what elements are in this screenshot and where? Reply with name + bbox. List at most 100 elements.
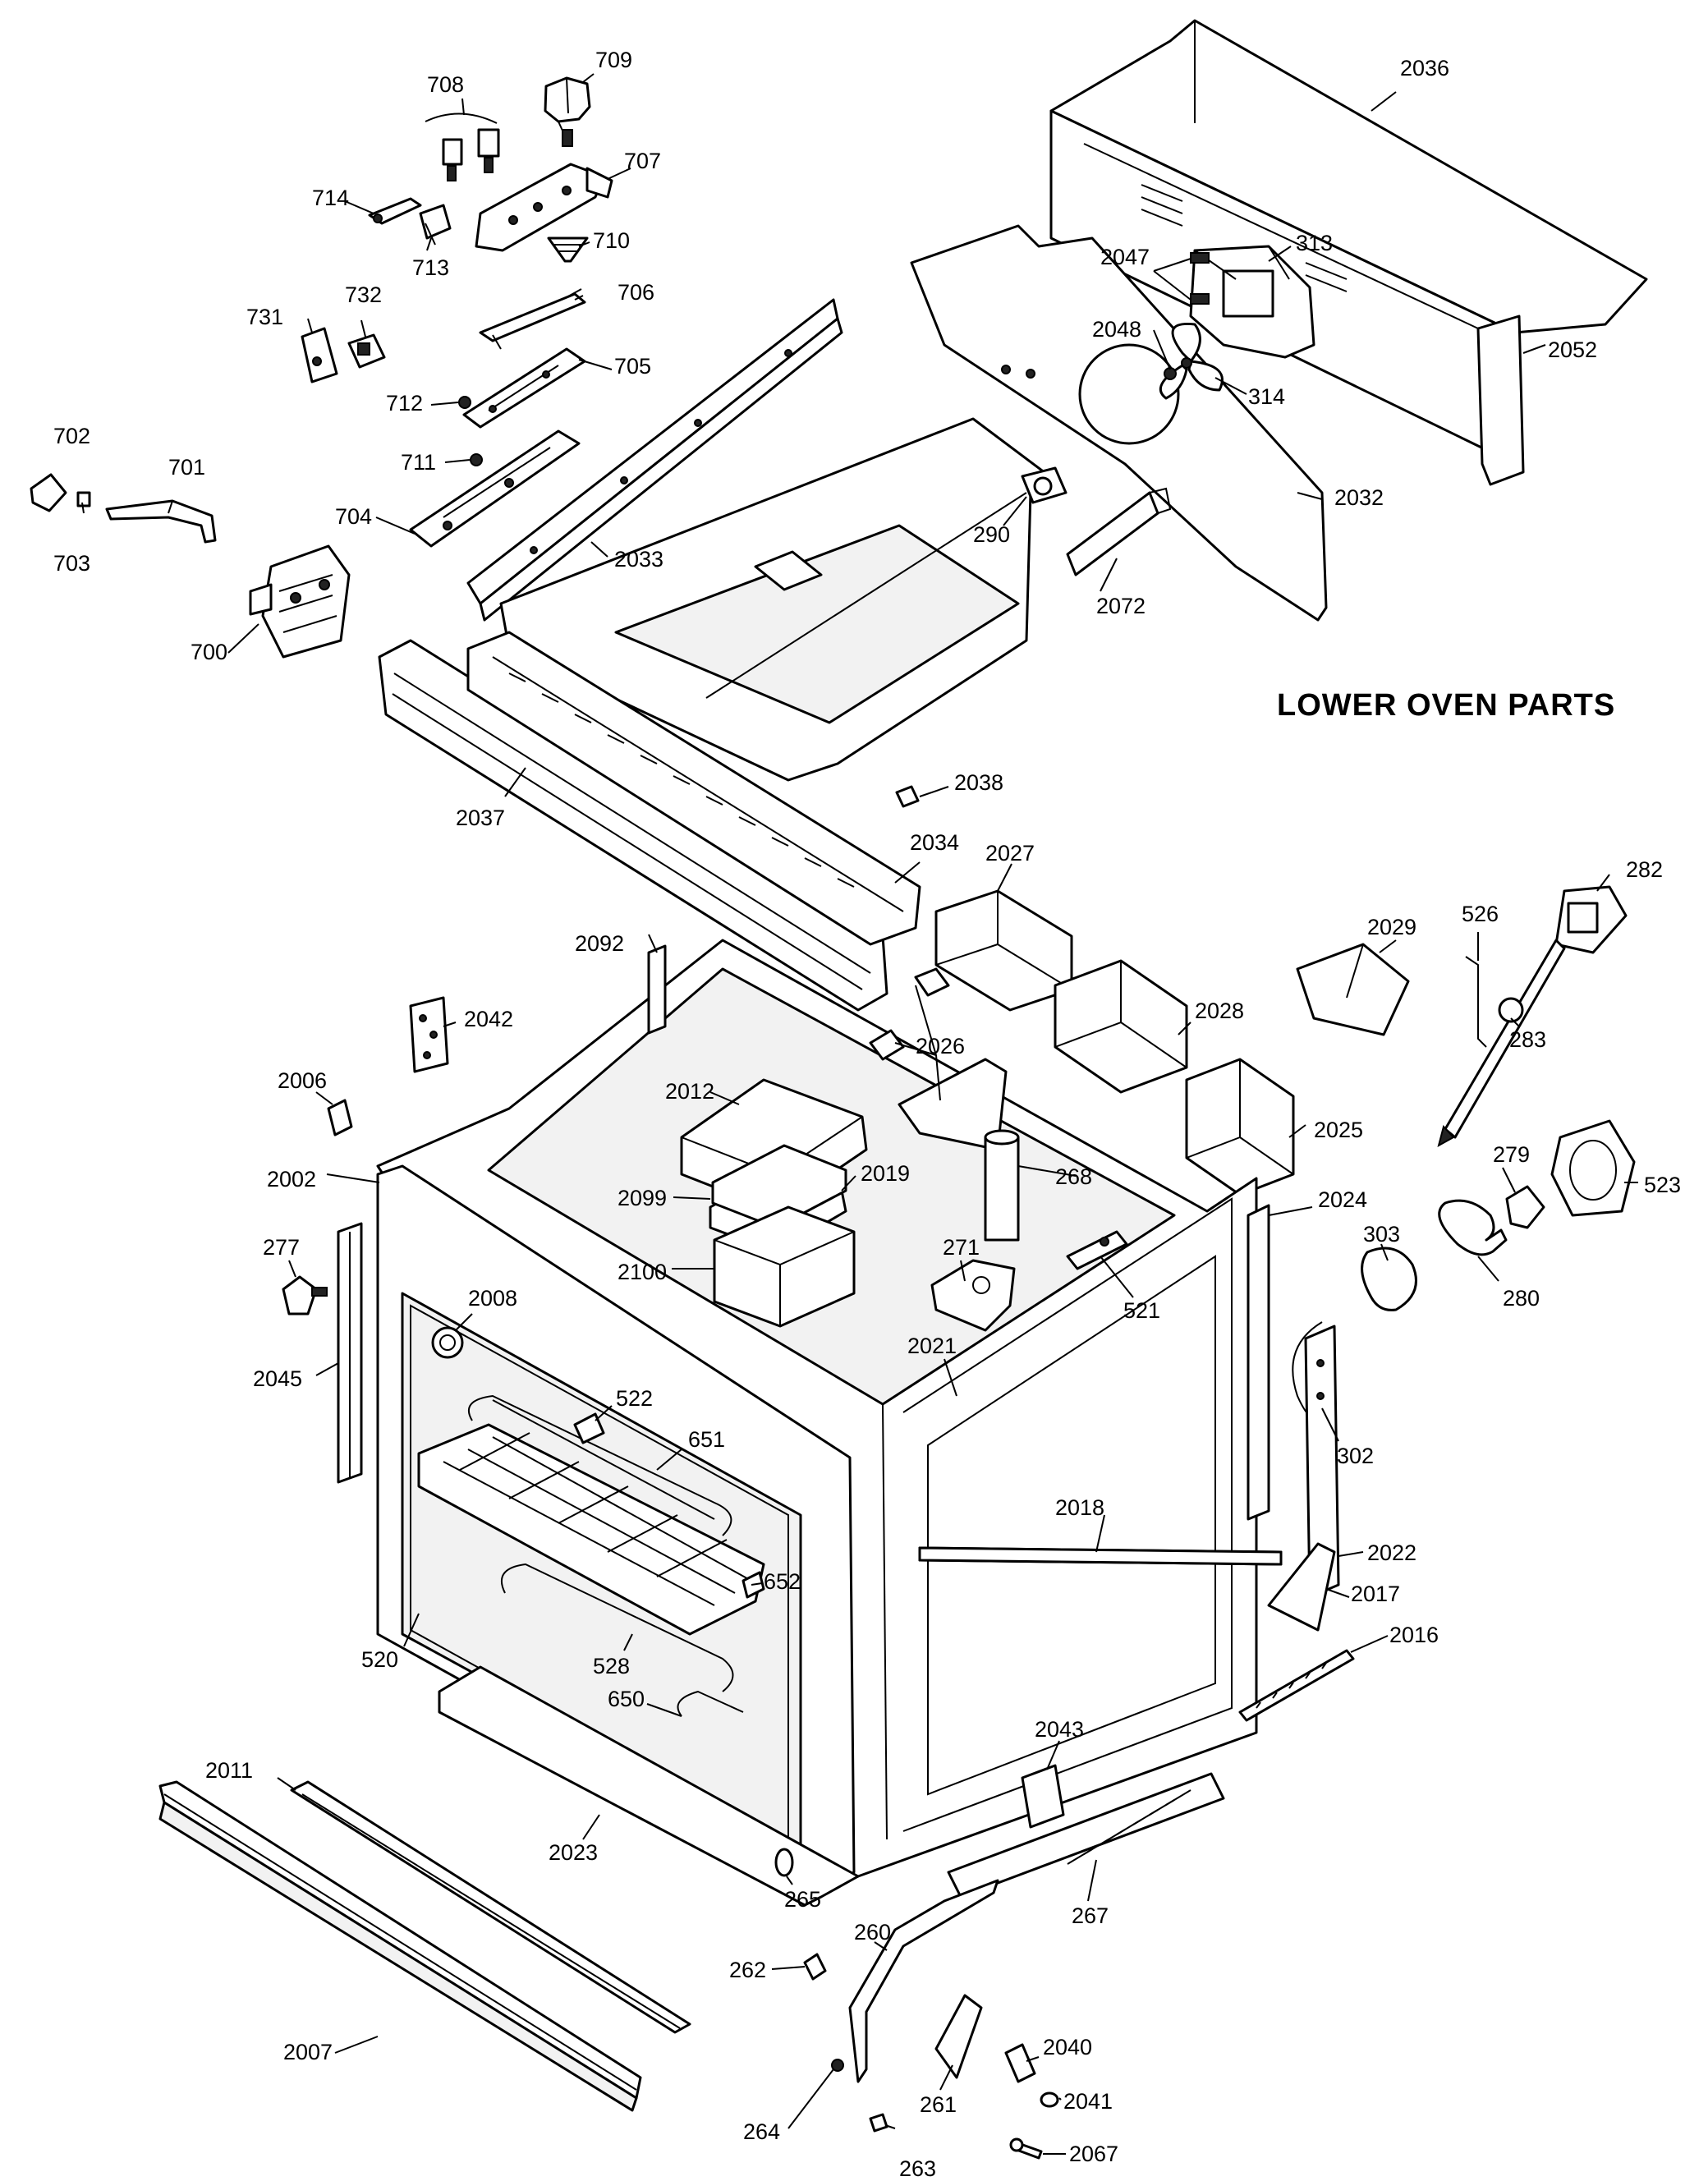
part-262-clip [803, 1953, 827, 1981]
part-521-bracket [1066, 1230, 1128, 1270]
part-2043-bracket [1021, 1764, 1065, 1829]
part-2025-box [1185, 1058, 1295, 1196]
part-2026-brackets [869, 967, 1008, 1151]
callout-2027: 2027 [985, 841, 1035, 866]
leader-lines [81, 73, 1638, 2155]
callout-652: 652 [764, 1569, 801, 1594]
callout-2019: 2019 [861, 1161, 910, 1186]
part-712-nut [458, 396, 471, 409]
part-303-lens [1361, 1247, 1417, 1311]
part-523-ring [1550, 1119, 1636, 1217]
callout-282: 282 [1626, 857, 1663, 882]
part-267-spring [1067, 1789, 1191, 1865]
part-2041-roller [1040, 2091, 1059, 2108]
part-2007-kick-panel [158, 1780, 642, 2112]
callout-2006: 2006 [278, 1068, 327, 1093]
callout-521: 521 [1123, 1298, 1160, 1323]
callout-290: 290 [973, 522, 1010, 547]
part-2040-roller [1004, 2043, 1036, 2083]
part-268-tube [984, 1129, 1020, 1242]
part-526-clip [1465, 956, 1487, 1048]
part-711-screw [470, 453, 483, 466]
callout-2024: 2024 [1318, 1187, 1367, 1212]
diagram-title: LOWER OVEN PARTS [1277, 688, 1616, 723]
part-650-broil-element [500, 1563, 744, 1717]
callout-650: 650 [608, 1687, 645, 1711]
callout-2018: 2018 [1055, 1495, 1104, 1520]
part-282-ignitor [1554, 885, 1628, 954]
part-2045-strip [337, 1222, 363, 1484]
callout-2048: 2048 [1092, 317, 1141, 342]
callout-2043: 2043 [1035, 1717, 1084, 1742]
callout-2038: 2038 [954, 770, 1003, 795]
callout-279: 279 [1493, 1142, 1530, 1167]
callout-712: 712 [386, 391, 423, 416]
part-704-bracket [409, 429, 581, 548]
callout-2002: 2002 [267, 1167, 316, 1192]
part-2022-corner-bracket [1304, 1325, 1340, 1599]
callout-267: 267 [1072, 1903, 1109, 1928]
callout-2047: 2047 [1100, 245, 1150, 269]
callout-2037: 2037 [456, 806, 505, 830]
callout-314: 314 [1248, 384, 1285, 409]
part-2099-insulation [711, 1144, 847, 1229]
callout-2045: 2045 [253, 1366, 302, 1391]
part-2029-shield [1296, 943, 1410, 1036]
part-706-plate [479, 288, 586, 350]
callout-2007: 2007 [283, 2040, 333, 2064]
callout-2100: 2100 [618, 1260, 667, 1284]
part-731-bracket [301, 327, 338, 383]
part-700-switch [249, 544, 351, 659]
callout-277: 277 [263, 1235, 300, 1260]
part-707-bracket [475, 163, 613, 252]
callout-2011: 2011 [205, 1758, 253, 1783]
part-2037-front-trim [378, 639, 888, 1012]
callout-303: 303 [1363, 1222, 1400, 1247]
callout-702: 702 [53, 424, 90, 448]
part-2028-box [1054, 959, 1188, 1094]
part-280-bulb [1438, 1199, 1508, 1256]
part-277-lamp-socket [282, 1275, 328, 1315]
callout-651: 651 [688, 1427, 725, 1452]
callout-2012: 2012 [665, 1079, 714, 1104]
part-279-socket [1505, 1185, 1545, 1229]
callout-706: 706 [618, 280, 654, 305]
part-2023-bottom-panel [438, 1665, 860, 1907]
callout-523: 523 [1644, 1173, 1681, 1197]
part-260-hinge [848, 1879, 999, 2083]
part-713-clip [419, 204, 452, 246]
callout-283: 283 [1509, 1027, 1546, 1052]
callout-2022: 2022 [1367, 1540, 1416, 1565]
part-2033-frame-rail [466, 298, 843, 622]
callout-2028: 2028 [1195, 999, 1244, 1023]
part-2018-rod [918, 1546, 1283, 1566]
callout-520: 520 [361, 1647, 398, 1672]
callout-700: 700 [191, 640, 227, 664]
part-290-thermostat [1021, 466, 1068, 504]
callout-714: 714 [312, 186, 349, 210]
part-2011-rail [290, 1780, 691, 2034]
part-2067-pin [1009, 2137, 1043, 2160]
callout-268: 268 [1055, 1164, 1092, 1189]
callout-2025: 2025 [1314, 1118, 1363, 1142]
callout-271: 271 [943, 1235, 980, 1260]
part-702-knob [30, 473, 67, 512]
part-283-probe [1437, 939, 1566, 1148]
part-701-shaft [105, 499, 217, 544]
callout-265: 265 [784, 1887, 821, 1912]
callout-705: 705 [614, 354, 651, 379]
callout-2042: 2042 [464, 1007, 513, 1031]
callout-2023: 2023 [549, 1840, 598, 1865]
part-708-switches [425, 112, 500, 181]
part-rack-528 [417, 1423, 765, 1636]
part-263-screw [869, 2113, 888, 2133]
callout-2029: 2029 [1367, 915, 1416, 939]
callout-264: 264 [743, 2119, 780, 2144]
part-bottom-rail [947, 1772, 1225, 1899]
callout-701: 701 [168, 455, 205, 480]
callout-2036: 2036 [1400, 56, 1449, 80]
part-522-bracket [573, 1412, 605, 1444]
callout-262: 262 [729, 1958, 766, 1982]
part-2038-plug [895, 785, 920, 808]
